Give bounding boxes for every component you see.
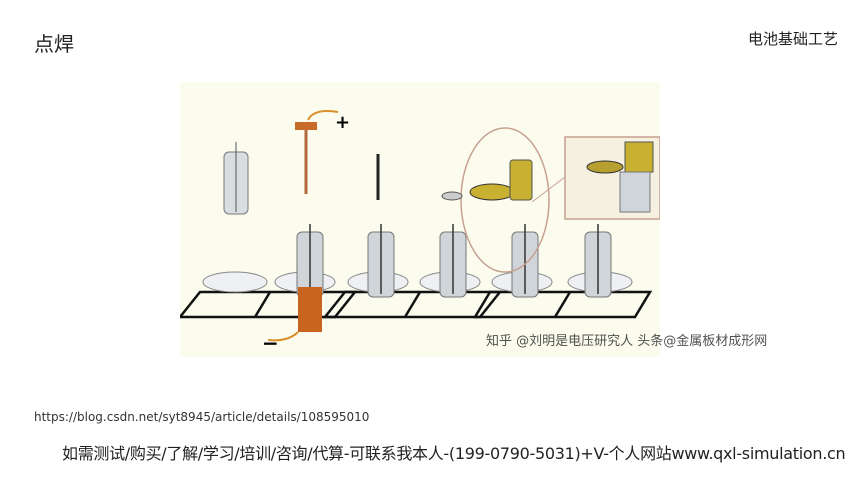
source-url[interactable]: https://blog.csdn.net/syt8945/article/de… bbox=[34, 410, 370, 424]
slide-title: 点焊 bbox=[34, 32, 74, 56]
negative-label: − bbox=[262, 331, 279, 355]
positive-label: + bbox=[335, 112, 350, 133]
section-label: 电池基础工艺 bbox=[747, 30, 838, 48]
spot-welding-diagram: + − bbox=[180, 82, 660, 357]
contact-info: 如需测试/购买/了解/学习/培训/咨询/代算-可联系我本人-(199-0790-… bbox=[62, 444, 846, 463]
watermark: 知乎 @刘明是电压研究人 头条@金属板材成形网 bbox=[486, 334, 768, 349]
